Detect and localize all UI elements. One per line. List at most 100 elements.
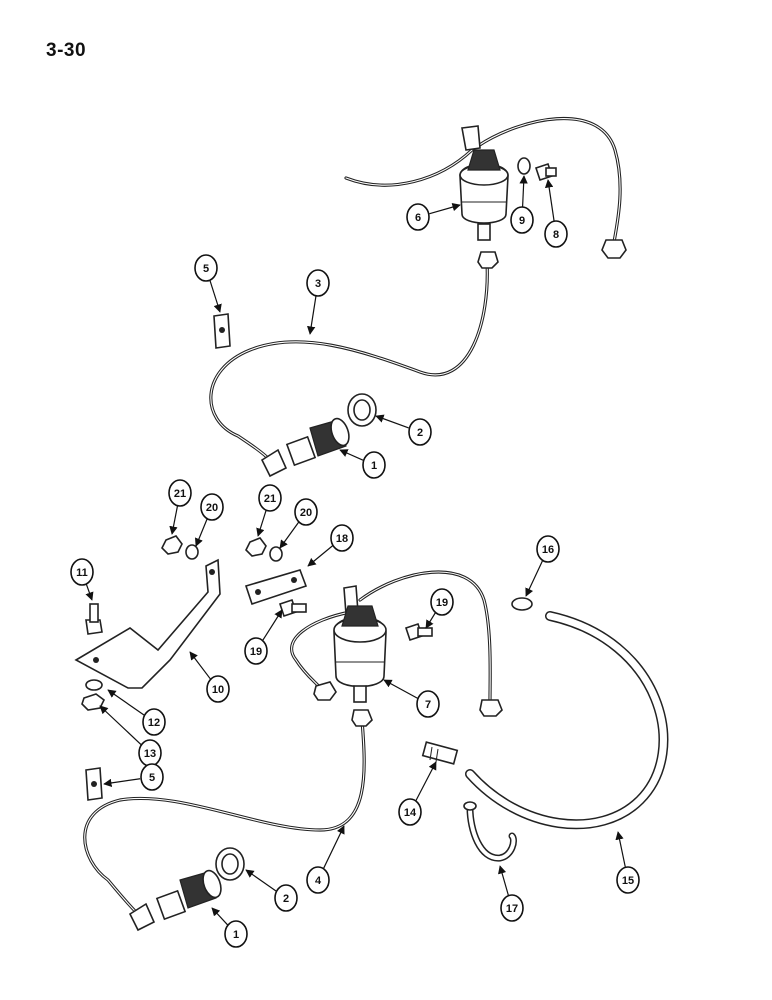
- upper-pressure-sender: [459, 149, 509, 241]
- callout-leader: [615, 831, 627, 869]
- callout-number: 17: [506, 903, 518, 915]
- callout-leader: [519, 175, 528, 209]
- mounting-bracket: [74, 558, 221, 689]
- callout-number: 16: [542, 544, 554, 556]
- callout-12: 12: [107, 689, 166, 736]
- callout-8: 8: [544, 179, 568, 248]
- lower-right-pipe: [358, 570, 503, 717]
- callout-number: 6: [415, 212, 421, 224]
- callout-number: 21: [264, 493, 276, 505]
- callout-21: 21: [168, 479, 192, 535]
- callout-10: 10: [189, 651, 230, 703]
- callout-circle: [330, 524, 354, 552]
- callout-leader: [194, 517, 209, 547]
- callout-circle: [142, 708, 166, 736]
- callout-4: 4: [306, 825, 345, 894]
- callout-21: 21: [256, 484, 282, 537]
- callout-leader: [322, 825, 345, 870]
- callout-leader: [103, 778, 141, 788]
- callout-7: 7: [383, 679, 440, 718]
- callout-leader: [307, 294, 317, 335]
- lower-pressure-sender: [333, 605, 387, 703]
- bracket-washer: [85, 679, 103, 691]
- callout-2: 2: [245, 869, 298, 912]
- hose: [465, 611, 669, 830]
- callout-leader: [107, 689, 145, 716]
- callout-circle: [294, 498, 318, 526]
- callout-circle: [274, 884, 298, 912]
- callout-number: 8: [553, 229, 559, 241]
- callout-number: 12: [148, 717, 160, 729]
- callout-number: 19: [250, 646, 262, 658]
- callout-number: 5: [149, 772, 155, 784]
- callout-11: 11: [70, 558, 94, 601]
- callout-leader: [415, 761, 437, 802]
- callout-5: 5: [194, 254, 222, 313]
- callout-circle: [140, 763, 164, 791]
- callout-circle: [500, 894, 524, 922]
- bracket-bolt: [85, 603, 103, 635]
- callout-number: 15: [622, 875, 634, 887]
- callout-circle: [168, 479, 192, 507]
- callout-circle: [408, 418, 432, 446]
- callout-number: 14: [404, 807, 417, 819]
- callout-circle: [510, 206, 534, 234]
- callout-circle: [244, 637, 268, 665]
- mounting-plate: [244, 569, 308, 606]
- callout-leader: [339, 449, 364, 461]
- callout-leader: [169, 504, 179, 535]
- callout-number: 4: [315, 875, 322, 887]
- washer-left: [185, 544, 199, 560]
- page-number: 3-30: [46, 40, 87, 61]
- callout-number: 20: [206, 502, 218, 514]
- callout-circle: [398, 798, 422, 826]
- callout-number: 5: [203, 263, 209, 275]
- callout-circle: [430, 588, 454, 616]
- callout-leader: [256, 509, 267, 537]
- callout-19: 19: [425, 588, 454, 629]
- upper-cable: [209, 251, 499, 462]
- callout-number: 13: [144, 748, 156, 760]
- callout-20: 20: [279, 498, 318, 549]
- callout-number: 1: [371, 460, 377, 472]
- strap: [463, 801, 517, 862]
- callout-20: 20: [194, 493, 224, 547]
- bracket-nut: [81, 693, 106, 711]
- callout-leader: [211, 907, 229, 926]
- callout-leader: [525, 559, 544, 597]
- hose-clamp: [511, 597, 533, 611]
- upper-sender-bracket: [461, 125, 481, 151]
- callout-number: 20: [300, 507, 312, 519]
- callout-number: 7: [425, 699, 431, 711]
- callout-19: 19: [244, 609, 283, 665]
- callout-circle: [306, 269, 330, 297]
- lower-bolt-left: [278, 598, 307, 618]
- callout-circle: [536, 535, 560, 563]
- callout-number: 11: [76, 567, 88, 579]
- callout-leader: [245, 869, 277, 892]
- callout-leader: [425, 611, 437, 629]
- lower-temperature-sender: [128, 869, 222, 932]
- callout-5: 5: [103, 763, 164, 791]
- callout-circle: [194, 254, 218, 282]
- callout-circle: [224, 920, 248, 948]
- callout-leader: [307, 545, 334, 567]
- callout-leader: [279, 521, 300, 549]
- callout-17: 17: [498, 865, 524, 922]
- callout-1: 1: [211, 907, 248, 948]
- callout-circle: [70, 558, 94, 586]
- callout-leader: [261, 609, 283, 642]
- callout-leader: [383, 679, 418, 699]
- callout-number: 10: [212, 684, 224, 696]
- callout-circle: [616, 866, 640, 894]
- lower-left-pipe: [290, 610, 352, 701]
- callout-number: 21: [174, 488, 186, 500]
- callout-circle: [362, 451, 386, 479]
- washer-right: [269, 546, 283, 562]
- callout-leader: [429, 203, 461, 215]
- hose-fitting: [421, 741, 459, 765]
- callout-6: 6: [406, 203, 461, 231]
- callout-15: 15: [615, 831, 640, 894]
- callout-leader: [498, 865, 510, 897]
